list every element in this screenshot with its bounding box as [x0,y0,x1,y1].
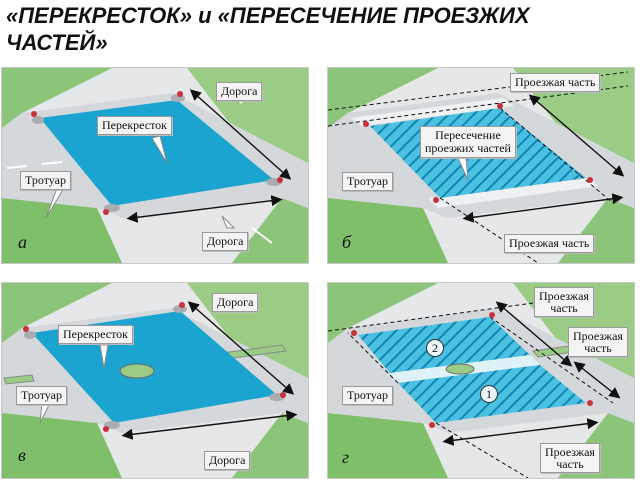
label-carriageway-top: Проезжая часть [510,73,601,92]
panel-v-scene [2,283,308,478]
label-road-top: Дорога [216,82,263,101]
traffic-island [119,363,155,379]
sidewalk-band [350,98,514,126]
grass-bottom-right [232,198,308,263]
label-sidewalk: Тротуар [342,172,393,191]
grass-bottom-left [328,413,448,478]
label-sidewalk: Тротуар [20,171,71,190]
median-strip [3,374,35,385]
crossing-number-2: 2 [426,339,444,357]
road-width-arrow-top [189,89,292,180]
crossing-number-1: 1 [480,385,498,403]
road-width-arrow-bottom [121,410,298,440]
label-crossing: Пересечение проезжих частей [420,126,516,158]
carriageway-arrow-bottom [462,193,624,223]
label-carriageway-top: Проезжая часть [534,287,594,317]
panel-b-crossing: Проезжая часть Пересечение проезжих част… [327,67,635,264]
grass-top-left [328,283,438,343]
road-width-arrow-top [187,301,295,395]
label-sidewalk: Тротуар [16,386,67,405]
grass-top-left [2,283,112,343]
pointer-intersection [151,135,168,164]
label-intersection: Перекресток [97,116,173,135]
corner-points [31,91,283,215]
label-intersection: Перекресток [58,325,134,344]
grass-bottom-left [2,198,122,263]
grass-top-left [328,68,438,128]
corner-points [363,103,593,203]
corner-points [351,312,593,428]
label-road-bottom: Дорога [202,232,249,251]
label-sidewalk: Тротуар [342,386,393,405]
carriageway-arrow-top [495,301,573,367]
carriageway-arrow-top [528,94,625,177]
grass-top-left [2,68,112,128]
pointer-road-bottom [221,215,236,229]
label-road-top: Дорога [212,293,259,312]
panel-a-intersection: Дорога Перекресток Тротуар Дорога а [1,67,309,264]
pointer-crossing [457,157,469,181]
panel-letter: а [18,232,27,252]
panel-g-two-crossings: Проезжая часть Проезжая часть Тротуар Пр… [327,282,635,479]
diagram-title: «ПЕРЕКРЕСТОК» и «ПЕРЕСЕЧЕНИЕ ПРОЕЗЖИХ ЧА… [6,3,530,55]
label-carriageway-mid: Проезжая часть [568,327,628,357]
panel-letter: г [342,447,350,467]
grass-bottom-left [328,198,448,263]
crossing-area-2 [358,317,530,373]
grass-bottom-left [2,413,122,478]
label-carriageway-bottom: Проезжая часть [540,443,600,473]
curbs [32,94,282,212]
label-carriageway-bottom: Проезжая часть [504,234,595,253]
panel-letter: в [18,445,26,465]
panel-letter: б [342,232,352,252]
panel-v-intersection-island: Дорога Перекресток Тротуар Дорога в [1,282,309,479]
label-road-bottom: Дорога [204,451,251,470]
carriageway-arrow-mid [573,361,621,399]
pointer-intersection [99,344,109,369]
road-width-arrow-bottom [126,195,283,223]
traffic-island [445,363,475,375]
carriageway-arrow-bottom [442,418,599,446]
